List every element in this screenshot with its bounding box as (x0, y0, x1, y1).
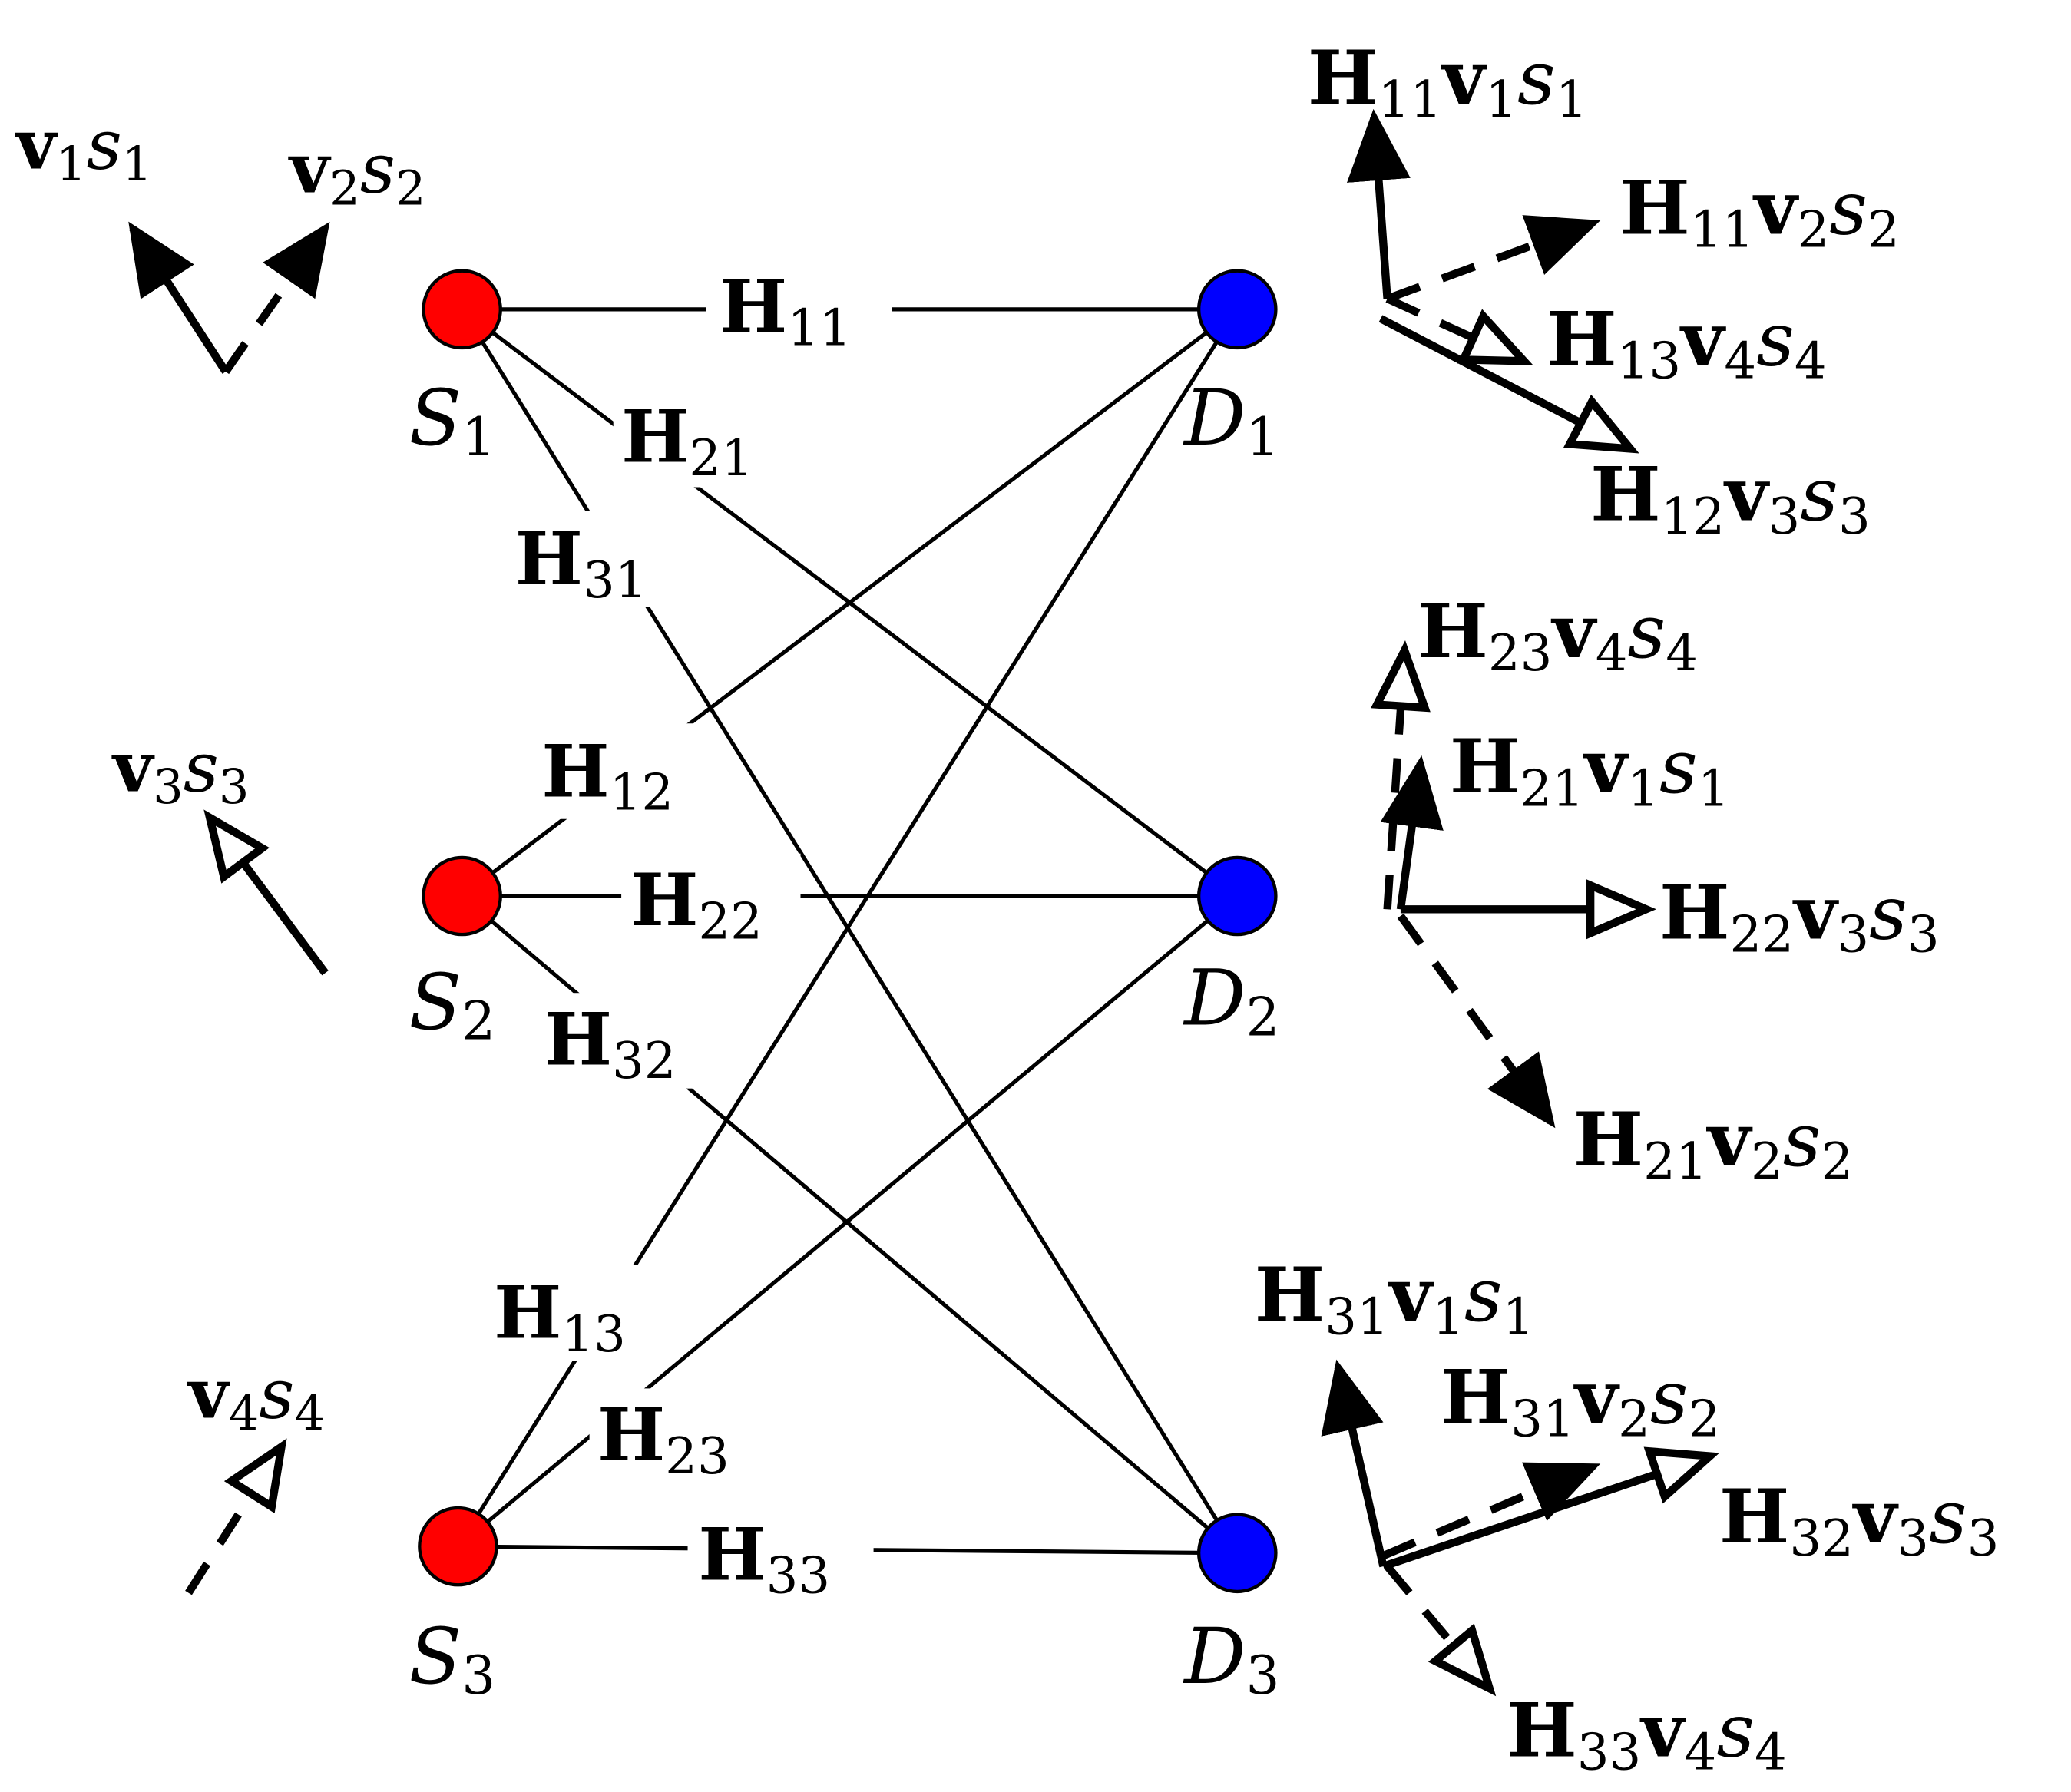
source-node-s2 (422, 855, 502, 937)
source-label-s1: S1 (409, 373, 495, 468)
channel-label-h23: H23 (589, 1388, 769, 1486)
svg-text:H32: H32 (544, 998, 677, 1090)
channel-label-h31: H31 (509, 511, 680, 610)
channel-links (456, 307, 1239, 1556)
label-h21v1s1: H21v1s1 (1450, 722, 1730, 818)
received-labels: H11v1s1 H11v2s2 H13v4s4 H12v3s3 H23v4s4 … (1255, 34, 2000, 1782)
label-v4s4: v4s4 (187, 1354, 325, 1441)
arrow-h11v1s1 (1347, 108, 1411, 299)
link-s3-d2 (456, 894, 1239, 1549)
source-label-s3: S3 (409, 1612, 495, 1707)
label-h32v3s3: H32v3s3 (1719, 1473, 2000, 1568)
channel-label-h11: H11 (706, 259, 892, 358)
label-h11v2s2: H11v2s2 (1619, 164, 1900, 259)
channel-label-h32: H32 (536, 993, 716, 1090)
source-node-s3 (418, 1506, 498, 1587)
destination-nodes (1196, 269, 1278, 1594)
svg-text:H33: H33 (698, 1513, 830, 1605)
arrow-v1s1 (128, 221, 230, 374)
svg-text:H13: H13 (494, 1271, 626, 1364)
source-label-s2: S2 (409, 957, 495, 1053)
received-arrows-d1 (1347, 108, 1639, 454)
arrow-h31v2s2 (1381, 1462, 1601, 1560)
channel-label-h12: H12 (531, 723, 710, 822)
label-v3s3: v3s3 (111, 727, 250, 815)
arrow-h21v2s2 (1397, 913, 1556, 1129)
destination-node-d1 (1196, 269, 1278, 350)
arrow-h31v1s1 (1321, 1359, 1388, 1568)
destination-node-d3 (1196, 1513, 1278, 1594)
received-arrows-d3 (1321, 1359, 1720, 1697)
label-h13v4s4: H13v4s4 (1547, 295, 1827, 390)
svg-text:H12: H12 (541, 729, 673, 822)
label-h21v2s2: H21v2s2 (1573, 1096, 1854, 1191)
arrow-h12v3s3 (1378, 315, 1639, 454)
arrow-h33v4s4 (1384, 1563, 1497, 1697)
arrow-h32v3s3 (1381, 1446, 1720, 1570)
channel-label-h22: H22 (621, 853, 801, 951)
label-v2s2: v2s2 (288, 129, 426, 217)
channel-labels: H11 H21 H31 H12 H22 H32 H13 H23 (485, 259, 892, 1605)
label-h12v3s3: H12v3s3 (1590, 451, 1871, 546)
label-h11v1s1: H11v1s1 (1308, 34, 1588, 129)
label-v1s1: v1s1 (15, 105, 153, 193)
svg-text:H23: H23 (597, 1394, 729, 1486)
label-h31v2s2: H31v2s2 (1441, 1353, 1721, 1448)
arrow-v2s2 (222, 221, 330, 375)
source-nodes (418, 269, 502, 1587)
arrow-v4s4 (185, 1438, 287, 1595)
destination-label-d1: D1 (1183, 373, 1279, 468)
svg-text:H31: H31 (515, 517, 647, 610)
destination-label-d2: D2 (1183, 954, 1279, 1049)
precoder-arrows (128, 221, 330, 1595)
destination-label-d3: D3 (1183, 1612, 1279, 1707)
svg-text:H11: H11 (720, 265, 852, 357)
arrow-h21v1s1 (1380, 755, 1444, 910)
svg-text:H22: H22 (630, 858, 763, 951)
precoder-labels: v1s1 v2s2 v3s3 v4s4 (15, 105, 426, 1441)
svg-text:H21: H21 (621, 395, 753, 488)
source-node-s1 (422, 269, 502, 350)
channel-label-h21: H21 (613, 392, 784, 488)
label-h23v4s4: H23v4s4 (1418, 587, 1698, 683)
arrow-h11v2s2 (1385, 215, 1601, 303)
destination-node-d2 (1196, 855, 1278, 937)
arrow-v3s3 (203, 809, 329, 976)
received-arrows-d2 (1371, 640, 1656, 1129)
channel-label-h33: H33 (687, 1506, 874, 1605)
label-h33v4s4: H33v4s4 (1507, 1686, 1787, 1781)
channel-label-h13: H13 (485, 1265, 666, 1364)
arrow-h13v4s4 (1385, 295, 1533, 365)
node-labels: S1 S2 S3 D1 D2 D3 (409, 373, 1279, 1707)
label-h22v3s3: H22v3s3 (1659, 868, 1940, 964)
label-h31v1s1: H31v1s1 (1255, 1251, 1535, 1346)
